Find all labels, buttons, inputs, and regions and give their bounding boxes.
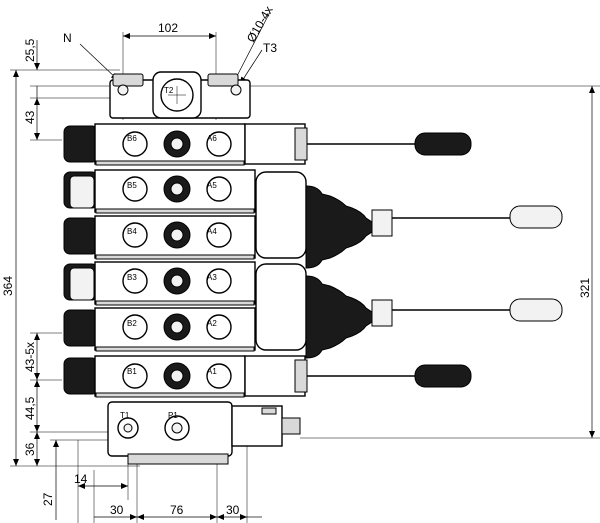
port-a6: A6 <box>207 134 217 143</box>
joystick-lower <box>255 263 563 359</box>
port-a1: A1 <box>207 367 217 376</box>
port-t1: T1 <box>120 411 130 420</box>
dim-321: 321 <box>578 278 592 298</box>
port-t2: T2 <box>164 86 174 95</box>
section-2 <box>63 307 256 352</box>
top-end-cover <box>109 71 251 119</box>
port-b1: B1 <box>127 367 137 376</box>
port-b4: B4 <box>127 227 137 236</box>
dim-27: 27 <box>41 492 55 506</box>
port-b2: B2 <box>127 319 137 328</box>
label-t3: T3 <box>263 41 277 55</box>
section-port-labels: B6 A6 B5 A5 B4 A4 B3 A3 B2 A2 B1 A1 <box>127 134 217 376</box>
port-a2: A2 <box>207 319 217 328</box>
dim-bottom-76: 76 <box>170 503 184 517</box>
dim-14: 14 <box>74 472 88 486</box>
dim-hole: Ø10-4x <box>244 4 276 45</box>
dim-364: 364 <box>1 276 15 296</box>
port-b6: B6 <box>127 134 137 143</box>
dimension-lines <box>10 11 600 523</box>
joystick-upper <box>255 171 563 269</box>
label-n: N <box>63 31 72 45</box>
dim-bottom-30-right: 30 <box>226 503 240 517</box>
port-b3: B3 <box>127 273 137 282</box>
port-a3: A3 <box>207 273 217 282</box>
valve-sections <box>63 123 563 398</box>
port-a4: A4 <box>207 227 217 236</box>
port-b5: B5 <box>127 181 137 190</box>
dim-top-width: 102 <box>158 21 178 35</box>
dim-36: 36 <box>23 442 37 456</box>
dim-25-5: 25,5 <box>23 38 37 62</box>
dim-43-5x: 43-5x <box>23 342 37 372</box>
port-a5: A5 <box>207 181 217 190</box>
dim-bottom-30-left: 30 <box>110 503 124 517</box>
dim-44-5: 44,5 <box>23 396 37 420</box>
inlet-cover <box>107 401 301 465</box>
dim-43: 43 <box>23 110 37 124</box>
section-ports <box>122 130 232 390</box>
port-p1: P1 <box>168 411 178 420</box>
